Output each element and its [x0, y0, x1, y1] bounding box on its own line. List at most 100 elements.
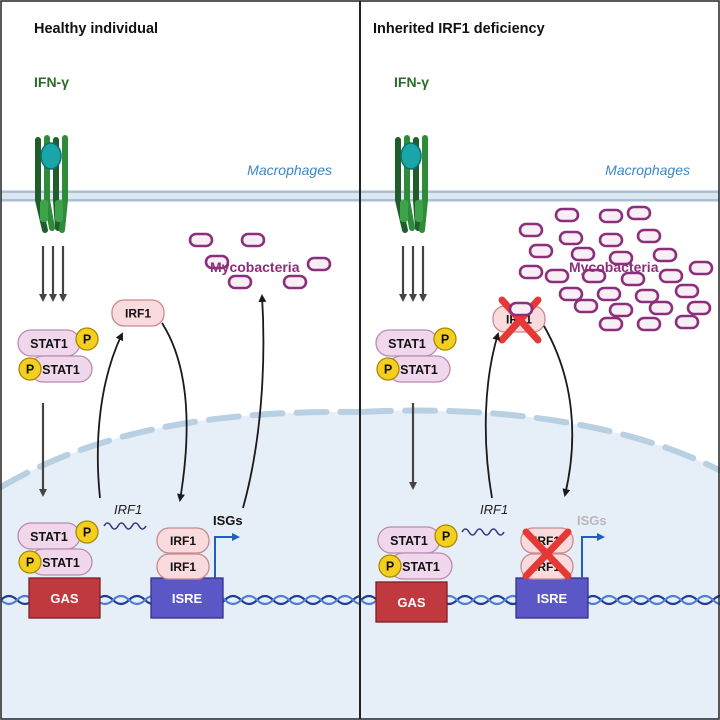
mycobacterium-icon	[306, 256, 332, 272]
irf1-mrna-icon	[103, 522, 147, 530]
mycobacterium-icon	[634, 288, 660, 304]
mycobacterium-icon	[598, 208, 624, 224]
stat1-label: STAT1	[30, 337, 68, 351]
panel-title: Healthy individual	[34, 21, 158, 37]
irf1-import-arrow	[161, 322, 188, 502]
phospho-label: P	[384, 363, 392, 377]
mycobacterium-icon	[688, 260, 714, 276]
cell-membrane	[361, 190, 719, 202]
isre-label: ISRE	[172, 591, 203, 606]
phospho-label: P	[26, 556, 34, 570]
nuclear-envelope	[358, 407, 720, 473]
mycobacteria-label: Mycobacteria	[210, 259, 300, 275]
stat1-label: STAT1	[400, 363, 438, 377]
gas-label: GAS	[397, 595, 426, 610]
irf1-import-arrow	[543, 325, 574, 497]
mycobacterium-icon	[620, 271, 646, 287]
isre-element: ISRE	[150, 577, 224, 619]
ifn-gamma-receptor-icon	[35, 135, 68, 233]
stat1-dimer-nucleus: STAT1 STAT1 P P	[17, 520, 99, 576]
mycobacterium-icon	[204, 254, 230, 270]
panel-title: Inherited IRF1 deficiency	[373, 21, 545, 37]
mycobacteria-cluster	[508, 205, 714, 332]
mycobacterium-icon	[658, 268, 684, 284]
mycobacterium-icon	[636, 316, 662, 332]
panel-irf1-deficiency: Inherited IRF1 deficiency IFN-γ Macropha…	[358, 1, 720, 719]
mycobacterium-icon	[608, 250, 634, 266]
isre-element: ISRE	[515, 577, 589, 619]
mycobacterium-icon	[508, 301, 534, 317]
phospho-label: P	[83, 526, 91, 540]
mycobacterium-icon	[652, 247, 678, 263]
mycobacterium-icon	[518, 264, 544, 280]
isgs-label: ISGs	[577, 513, 607, 528]
ifn-gamma-label: IFN-γ	[394, 74, 429, 90]
irf1-label: IRF1	[170, 534, 196, 548]
gas-element: GAS	[28, 577, 101, 619]
mycobacterium-icon	[188, 232, 214, 248]
irf1-dimer-nucleus: IRF1 IRF1	[156, 527, 210, 580]
irf1-protein: IRF1	[111, 299, 165, 327]
ifn-gamma-label: IFN-γ	[34, 74, 69, 90]
mycobacteria-label: Mycobacteria	[569, 259, 659, 275]
mycobacterium-icon	[674, 314, 700, 330]
signal-arrows	[39, 246, 67, 302]
cell-membrane	[1, 190, 359, 202]
stat1-label: STAT1	[42, 556, 80, 570]
mycobacterium-icon	[596, 286, 622, 302]
phospho-label: P	[386, 560, 394, 574]
phospho-label: P	[441, 333, 449, 347]
mycobacterium-icon	[528, 243, 554, 259]
panel-healthy: Healthy individual IFN-γ Macrophages STA…	[0, 1, 370, 719]
mycobacterium-icon	[240, 232, 266, 248]
irf1-mrna-label: IRF1	[114, 502, 142, 517]
mycobacterium-icon	[648, 300, 674, 316]
mycobacterium-icon	[608, 302, 634, 318]
irf1-protein-label: IRF1	[125, 307, 151, 321]
isg-response-arrow	[242, 294, 267, 509]
mycobacterium-icon	[558, 230, 584, 246]
mycobacterium-icon	[573, 298, 599, 314]
mycobacterium-icon	[570, 246, 596, 262]
irf1-mrna-label: IRF1	[480, 502, 508, 517]
gas-label: GAS	[50, 591, 79, 606]
mycobacterium-icon	[598, 232, 624, 248]
mycobacterium-icon	[598, 316, 624, 332]
irf1-label: IRF1	[170, 560, 196, 574]
irf1-mrna-icon	[461, 528, 505, 536]
mycobacterium-icon	[581, 268, 607, 284]
mycobacteria-cluster	[188, 232, 332, 290]
translation-arrow	[96, 332, 124, 499]
mycobacterium-icon	[227, 274, 253, 290]
stat1-dimer-cytoplasm: STAT1 STAT1 P P	[375, 327, 457, 383]
block-x-icon	[522, 528, 572, 580]
translation-arrow	[484, 332, 501, 499]
phospho-label: P	[83, 333, 91, 347]
mycobacterium-icon	[686, 300, 712, 316]
phospho-label: P	[442, 530, 450, 544]
mycobacterium-icon	[544, 268, 570, 284]
stat1-label: STAT1	[402, 560, 440, 574]
mycobacterium-icon	[636, 228, 662, 244]
stat1-label: STAT1	[30, 530, 68, 544]
mycobacterium-icon	[282, 274, 308, 290]
signal-arrows	[399, 246, 427, 302]
stat1-label: STAT1	[42, 363, 80, 377]
stat1-dimer-cytoplasm: STAT1 STAT1 P P	[17, 327, 99, 383]
mycobacterium-icon	[626, 205, 652, 221]
ifn-gamma-receptor-icon	[395, 135, 428, 233]
mycobacterium-icon	[674, 283, 700, 299]
macrophages-label: Macrophages	[605, 162, 690, 178]
phospho-label: P	[26, 363, 34, 377]
isgs-label: ISGs	[213, 513, 243, 528]
transcription-start-arrow	[214, 533, 240, 578]
nuclear-envelope	[0, 408, 362, 490]
macrophages-label: Macrophages	[247, 162, 332, 178]
stat1-label: STAT1	[388, 337, 426, 351]
mycobacterium-icon	[558, 286, 584, 302]
mycobacterium-icon	[554, 207, 580, 223]
transcription-start-arrow	[581, 533, 605, 578]
gas-element: GAS	[375, 581, 448, 623]
irf1-dimer-nucleus: IRF1 IRF1	[520, 527, 574, 580]
